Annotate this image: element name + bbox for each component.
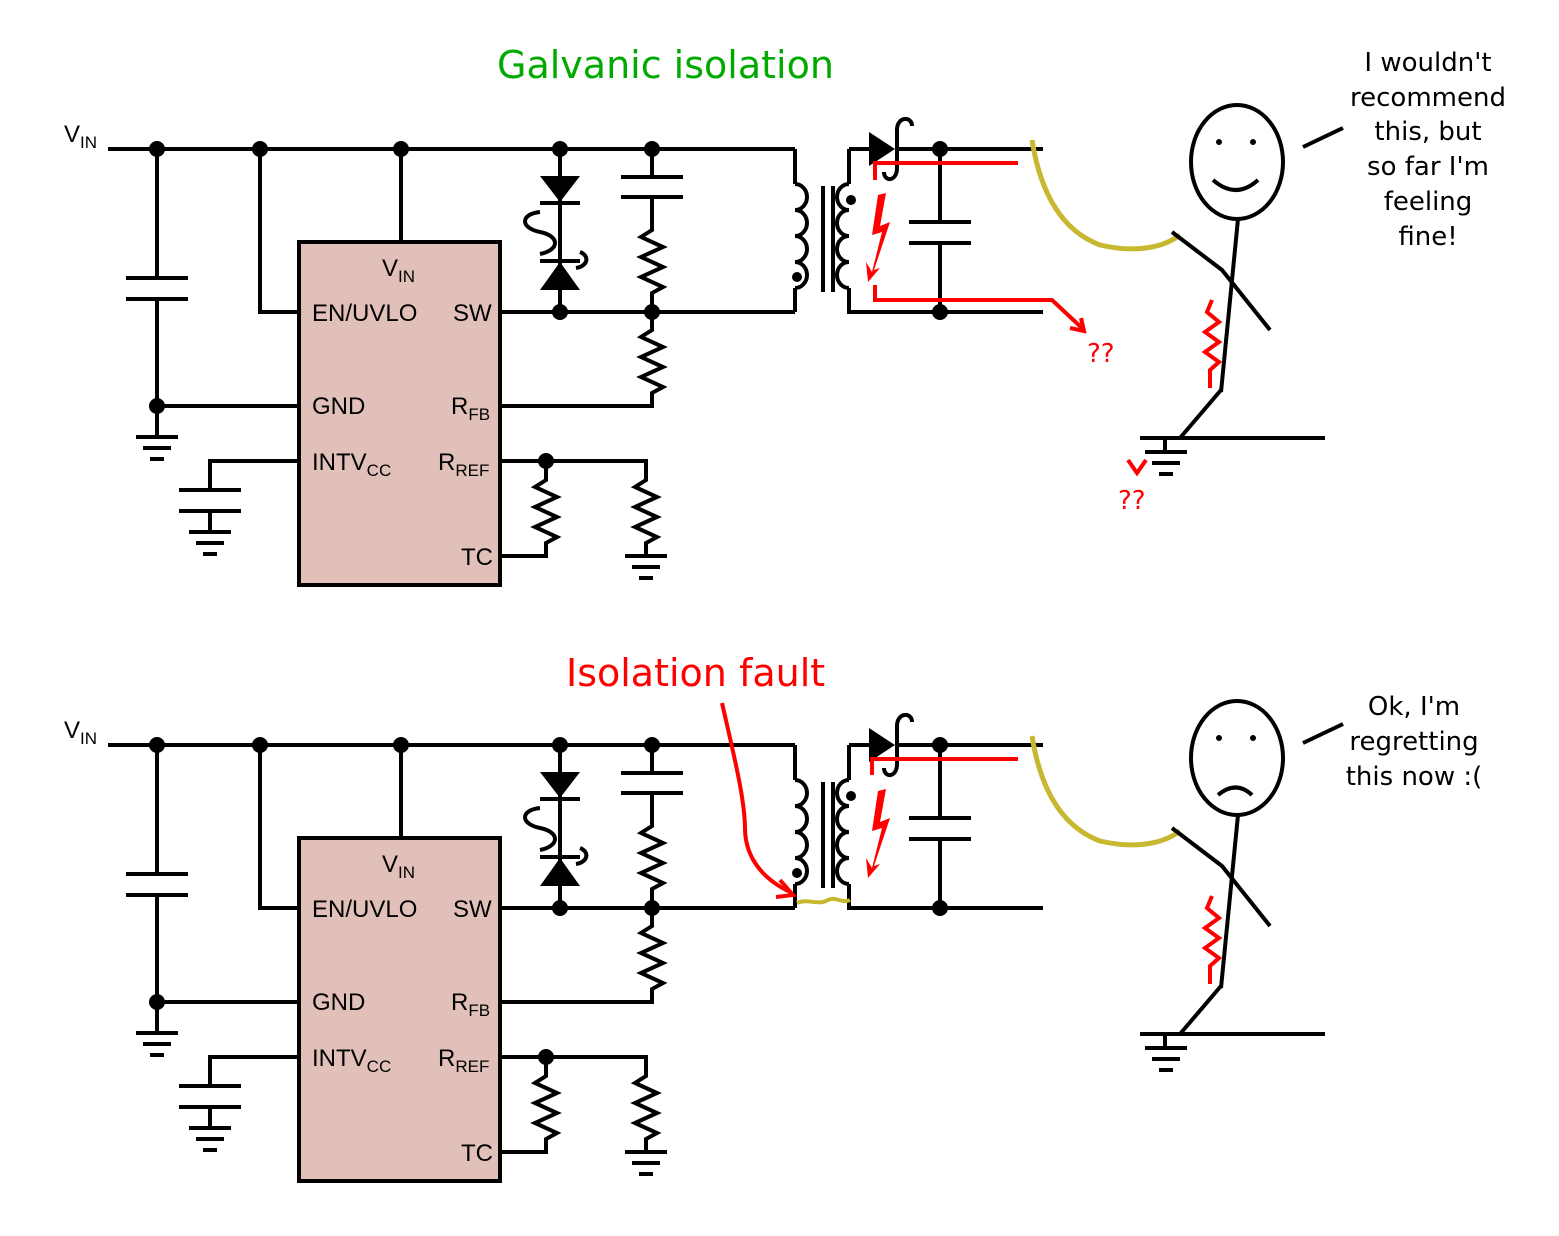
pin-intvcc: INTVCC	[312, 1045, 391, 1076]
pin-gnd: GND	[312, 393, 365, 420]
current-path-unknown	[873, 161, 1223, 477]
circuit-fault	[108, 701, 1343, 1181]
svg-text:regretting: regretting	[1349, 727, 1478, 757]
smile-mouth	[1211, 178, 1260, 192]
panel-fault: Isolation fault VIN VIN EN/UVLO SW GND R…	[64, 651, 1482, 1181]
pin-sw: SW	[453, 300, 492, 327]
svg-text:I wouldn't: I wouldn't	[1364, 48, 1491, 78]
current-path-fault	[870, 757, 1223, 984]
panel-title: Isolation fault	[566, 651, 825, 695]
panel-isolated: ?? ?? Galvanic isolation VIN VIN EN/UVLO…	[64, 43, 1506, 585]
pin-tc: TC	[461, 544, 493, 571]
vin-rail-label: VIN	[64, 121, 97, 152]
svg-text:recommend: recommend	[1350, 83, 1506, 113]
pin-vin: VIN	[382, 255, 415, 286]
pin-rfb: RFB	[451, 989, 490, 1020]
pin-en-uvlo: EN/UVLO	[312, 300, 417, 327]
unknown-mark-2: ??	[1118, 486, 1146, 516]
svg-text:so far I'm: so far I'm	[1367, 152, 1489, 182]
insulation-breakdown	[796, 896, 851, 905]
circuit-isolated	[108, 105, 1343, 585]
pin-intvcc: INTVCC	[312, 449, 391, 480]
svg-text:Ok, I'm: Ok, I'm	[1368, 692, 1460, 722]
speech-bubble-happy: I wouldn't recommend this, but so far I'…	[1350, 48, 1506, 252]
frown-mouth	[1216, 785, 1254, 797]
svg-text:this, but: this, but	[1374, 117, 1481, 147]
panel-title: Galvanic isolation	[497, 43, 834, 87]
pin-rref: RREF	[438, 1045, 489, 1076]
svg-text:feeling: feeling	[1384, 187, 1473, 217]
pin-vin: VIN	[382, 851, 415, 882]
pin-gnd: GND	[312, 989, 365, 1016]
pin-rfb: RFB	[451, 393, 490, 424]
svg-text:fine!: fine!	[1398, 222, 1457, 252]
unknown-mark-1: ??	[1087, 339, 1115, 369]
pin-en-uvlo: EN/UVLO	[312, 896, 417, 923]
pin-rref: RREF	[438, 449, 489, 480]
svg-text:this now :(: this now :(	[1346, 762, 1483, 792]
fault-pointer	[720, 702, 791, 894]
speech-bubble-sad: Ok, I'm regretting this now :(	[1346, 692, 1483, 792]
pin-tc: TC	[461, 1140, 493, 1167]
pin-sw: SW	[453, 896, 492, 923]
vin-rail-label: VIN	[64, 717, 97, 748]
